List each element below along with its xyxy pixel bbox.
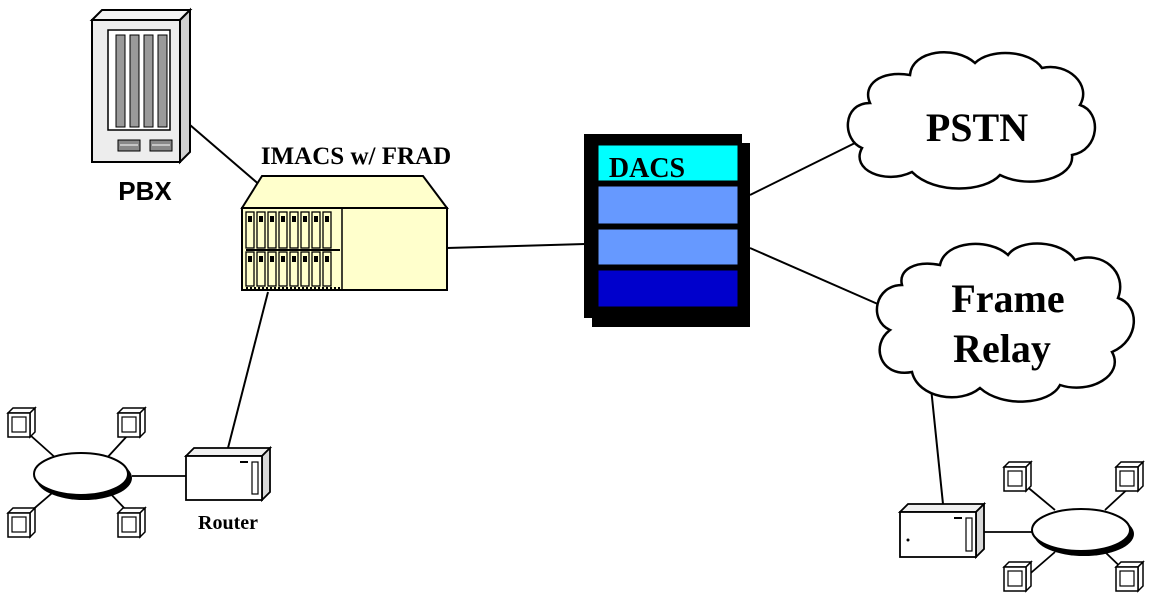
terminal-icon: [1115, 461, 1144, 492]
terminal-icon: [117, 507, 146, 538]
link-imacs-router: [227, 291, 269, 449]
terminal-icon: [117, 407, 146, 438]
dacs-label: DACS: [609, 153, 685, 184]
pstn-cloud-icon[interactable]: [846, 51, 1097, 190]
pbx-label: PBX: [118, 176, 172, 206]
terminal-icon: [1003, 561, 1032, 592]
link-imacs-dacs: [446, 243, 586, 249]
frame-relay-label-line1: Frame: [951, 276, 1064, 321]
lan-right: [984, 461, 1144, 592]
pbx-cabinet-icon[interactable]: [89, 7, 193, 165]
lan-ring-icon: [33, 452, 132, 500]
router-box-icon-right[interactable]: [897, 501, 987, 560]
imacs-chassis-icon[interactable]: [240, 175, 449, 291]
terminal-icon: [1115, 561, 1144, 592]
frame-relay-cloud-icon[interactable]: [875, 242, 1135, 403]
dacs-rack-icon[interactable]: [584, 134, 750, 327]
link-dacs-pstn: [749, 142, 856, 196]
link-dacs-framerelay: [749, 247, 881, 306]
terminal-icon: [7, 407, 36, 438]
terminal-icon: [7, 507, 36, 538]
connections: [189, 124, 944, 505]
imacs-label: IMACS w/ FRAD: [261, 143, 451, 170]
link-framerelay-router2: [929, 377, 944, 505]
router-box-icon[interactable]: [183, 445, 273, 503]
imacs-card-slots: [245, 211, 332, 287]
link-pbx-imacs: [189, 124, 263, 188]
pstn-label: PSTN: [926, 105, 1028, 150]
lan-left: [7, 407, 186, 538]
router-label: Router: [198, 512, 258, 534]
lan-ring-icon-right: [1031, 508, 1134, 556]
terminal-icon: [1003, 461, 1032, 492]
frame-relay-label-line2: Relay: [953, 326, 1051, 371]
